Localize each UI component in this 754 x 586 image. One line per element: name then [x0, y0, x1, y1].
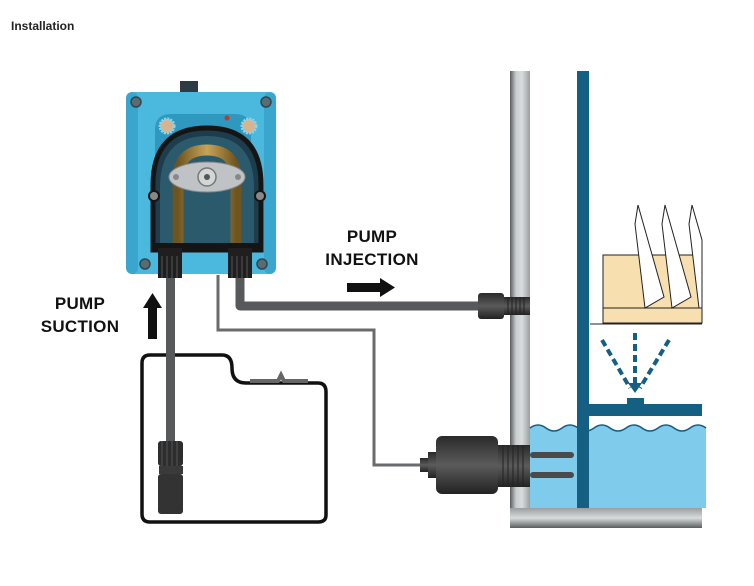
- chemical-container: [140, 353, 328, 524]
- pump-suction-label: PUMP SUCTION: [30, 292, 130, 338]
- pump-injection-label: PUMP INJECTION: [312, 225, 432, 271]
- suction-hose: [166, 275, 175, 445]
- dish-rack: [590, 204, 703, 325]
- peristaltic-pump: [126, 81, 276, 278]
- suction-arrow-icon: [143, 293, 162, 339]
- injection-arrow-icon: [347, 278, 395, 297]
- level-probe: [420, 436, 574, 494]
- level-probe-cable: [216, 275, 420, 467]
- injection-hose: [235, 275, 482, 311]
- spray-nozzle: [600, 333, 671, 406]
- tank-water: [529, 424, 707, 508]
- page-title: Installation: [11, 19, 75, 33]
- dishwasher-frame: [577, 71, 702, 508]
- foot-filter: [158, 441, 183, 514]
- injection-valve: [478, 293, 530, 319]
- suction-label-line2: SUCTION: [40, 317, 120, 336]
- injection-label-line1: PUMP: [346, 227, 398, 246]
- injection-label-line2: INJECTION: [325, 250, 419, 269]
- suction-label-line1: PUMP: [54, 294, 106, 313]
